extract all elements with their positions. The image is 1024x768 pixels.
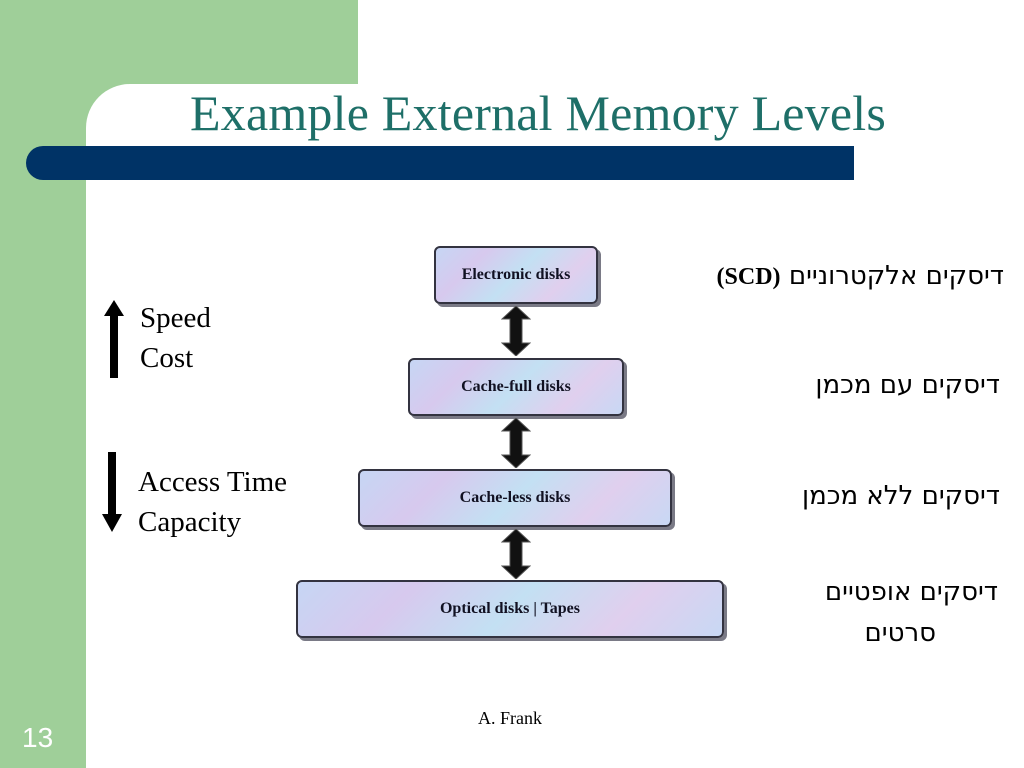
hebrew-text: דיסקים אלקטרוניים [788,261,1004,291]
legend-down-text: Access Time Capacity [138,462,287,542]
legend-cost: Cost [140,342,194,374]
legend-access-time: Access Time [138,466,288,498]
hebrew-label-tapes: סרטים [864,618,936,648]
legend-capacity: Capacity [138,506,242,538]
up-arrow-icon [104,300,124,378]
decorative-green-band [0,0,86,768]
author-footer: A. Frank [478,708,542,728]
legend-speed: Speed [140,302,211,334]
hebrew-label-cache-less: דיסקים ללא מכמן [801,481,1000,511]
hebrew-label-optical: דיסקים אופטיים [824,577,998,607]
slide-title: Example External Memory Levels [190,85,887,141]
double-arrow-icon [501,529,531,579]
decorative-rounded-corner [86,84,486,204]
down-arrow-icon [102,452,122,532]
double-arrow-icon [501,418,531,468]
scd-abbrev: (SCD) [716,264,781,290]
title-underline-bar [26,146,854,180]
page-number: 13 [22,722,54,753]
level-electronic-disks: Electronic disks [434,246,598,304]
hebrew-label-electronic: דיסקים אלקטרוניים (SCD) [717,261,1004,291]
hebrew-label-cache-full: דיסקים עם מכמן [815,370,1000,400]
level-optical-disks-tapes: Optical disks | Tapes [296,580,724,638]
level-cache-full-disks: Cache-full disks [408,358,624,416]
double-arrow-icon [501,306,531,356]
level-cache-less-disks: Cache-less disks [358,469,672,527]
legend-up-text: Speed Cost [140,298,211,378]
